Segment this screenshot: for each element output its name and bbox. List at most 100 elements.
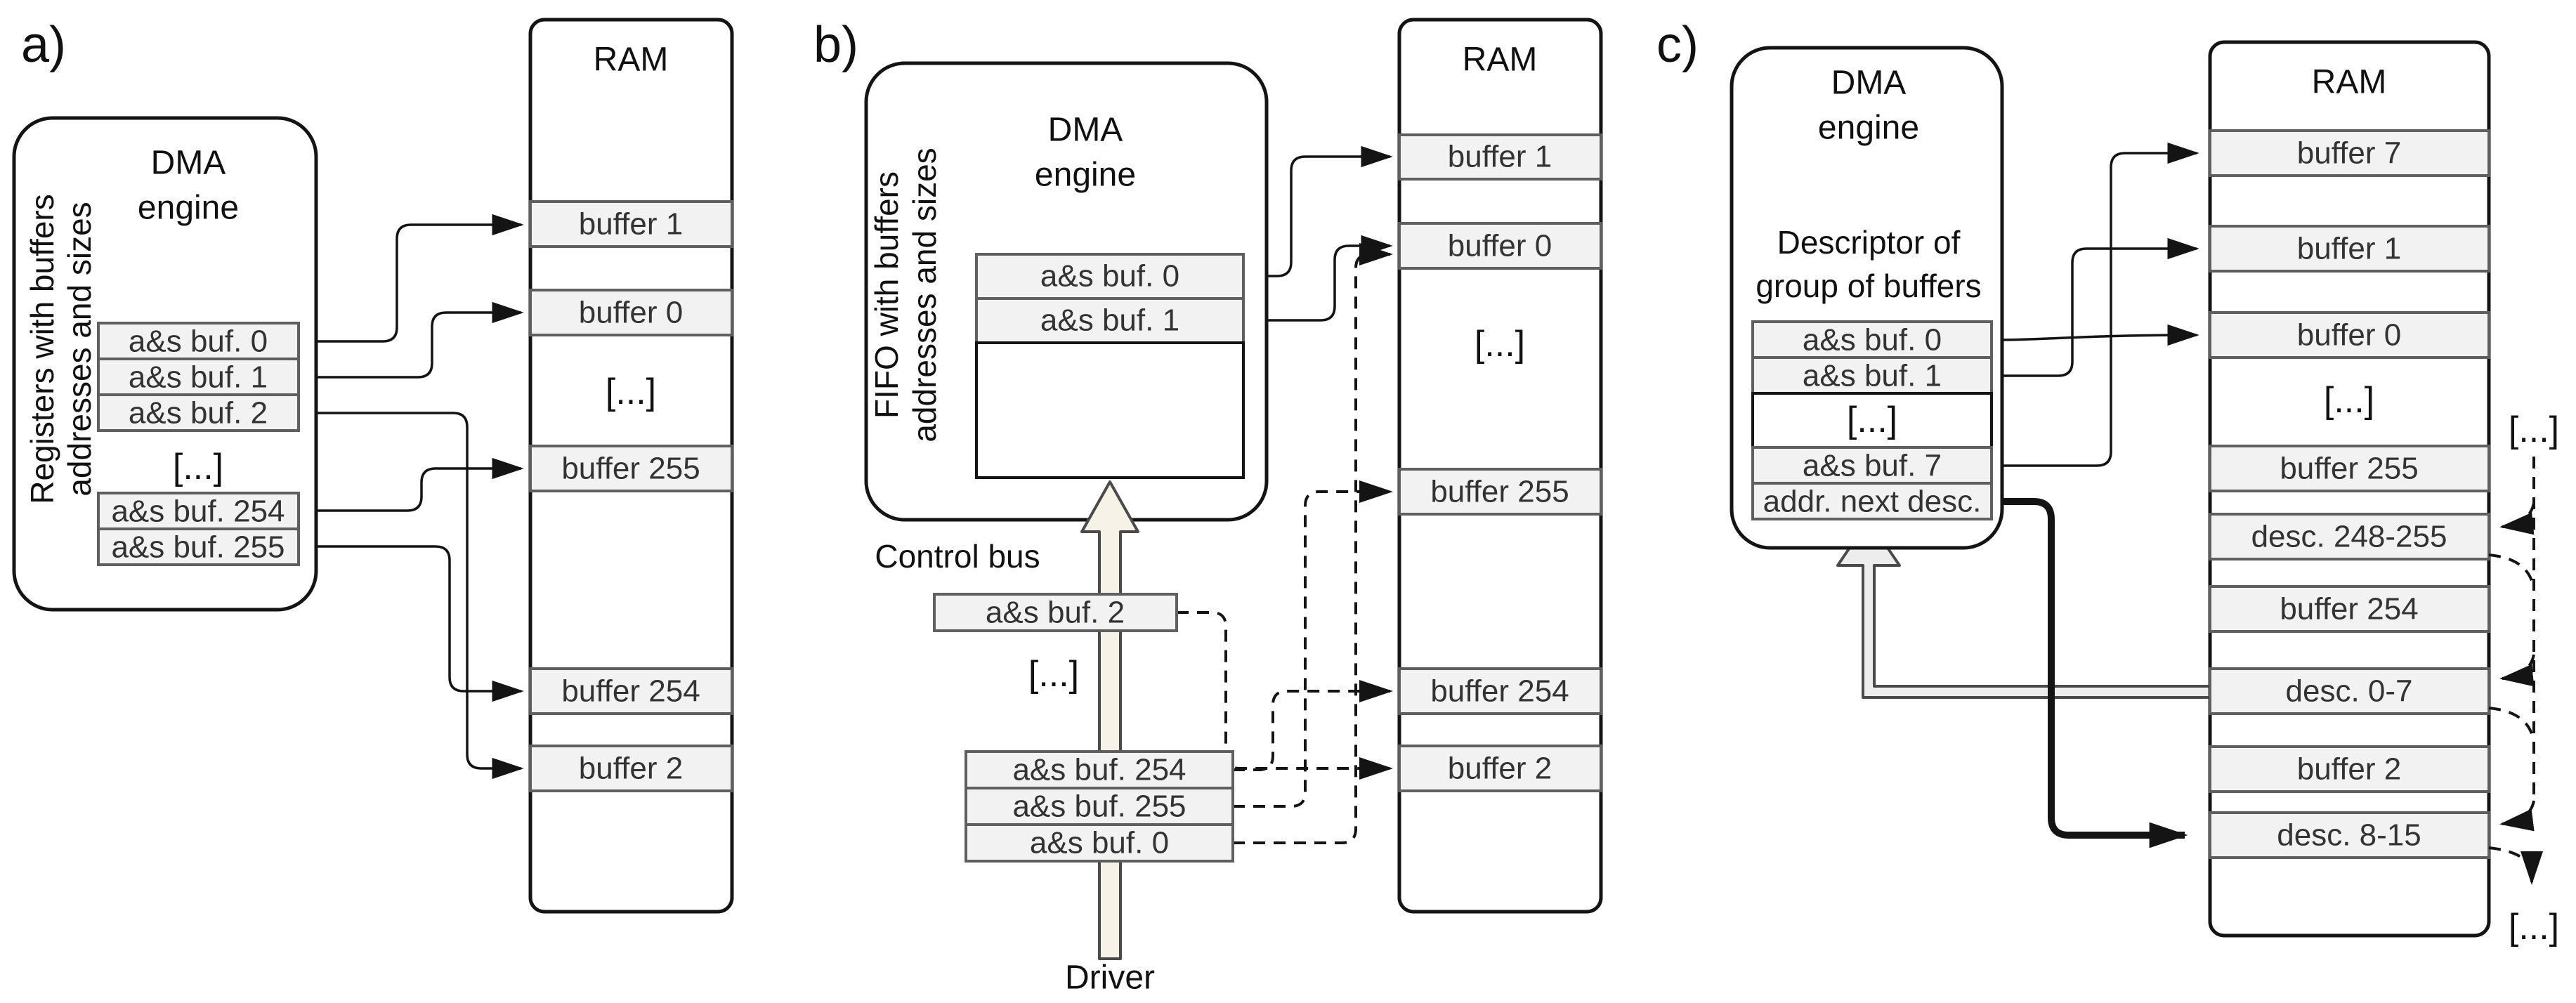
ram-row <box>2209 585 2490 633</box>
descriptor-row-label: a&s buf. 7 <box>1803 449 1942 483</box>
fifo-row-label: a&s buf. 0 <box>1040 259 1179 294</box>
descriptor-ellipsis: [...] <box>1847 400 1897 440</box>
arrow-a-buf0-to-buffer1 <box>299 214 524 343</box>
bus-row-label: a&s buf. 0 <box>1030 826 1169 860</box>
dashed-stub-desc-8-15-down <box>2488 846 2543 885</box>
dashed-branch-desc-248-255 <box>2499 502 2535 535</box>
descriptor-heading-line2: group of buffers <box>1756 268 1981 304</box>
ram-ellipsis: [...] <box>606 372 656 412</box>
register-row-label: a&s buf. 2 <box>129 396 268 431</box>
bus-row-label: a&s buf. 254 <box>1012 753 1186 787</box>
driver-label: Driver <box>1065 959 1155 997</box>
fifo-empty-box <box>975 341 1245 479</box>
ram-row <box>2209 445 2490 492</box>
fifo-row <box>975 297 1245 344</box>
ram-title-b: RAM <box>1463 41 1538 79</box>
ram-row-label: buffer 0 <box>1448 229 1552 263</box>
dashed-arrow-b-buf0-to-buffer0 <box>1233 243 1393 844</box>
ram-row <box>529 200 733 248</box>
ram-row-label: buffer 255 <box>561 452 700 486</box>
panel-c-label: c) <box>1656 17 1699 73</box>
ram-row-label: buffer 254 <box>2280 592 2418 627</box>
ram-row <box>529 745 733 792</box>
side-label-a-line1: Registers with buffers <box>24 194 60 504</box>
ram-row <box>1398 667 1602 715</box>
dashed-branch-desc-8-15 <box>2499 800 2535 832</box>
register-row-label: a&s buf. 254 <box>111 494 285 529</box>
ram-row <box>1398 745 1602 792</box>
ram-c: RAM buffer 7 buffer 1 buffer 0 [...] buf… <box>2208 40 2491 938</box>
descriptor-row-label: a&s buf. 1 <box>1803 359 1942 393</box>
control-bus-label: Control bus <box>875 538 1040 575</box>
panel-c: c) DMA engine Descriptor of group of buf… <box>1656 17 2559 948</box>
dashed-arrow-b-buf255-to-buffer255 <box>1233 480 1393 808</box>
fifo-stack-b: a&s buf. 0 a&s buf. 1 <box>975 253 1245 479</box>
bus-row-label: a&s buf. 2 <box>986 596 1125 630</box>
bus-row <box>933 593 1178 632</box>
arrow-a-buf254-to-buffer255 <box>299 457 524 512</box>
ram-row-label: buffer 255 <box>1430 475 1569 509</box>
ram-row <box>2209 811 2490 859</box>
dma-title-b-line2: engine <box>1035 157 1136 194</box>
arrow-b-fifo1-to-buffer0 <box>1243 235 1393 322</box>
ram-row-label: buffer 1 <box>2297 232 2401 266</box>
dma-title-c-line1: DMA <box>1831 65 1907 102</box>
panel-a-label: a) <box>21 17 66 73</box>
panel-a: a) DMA engine Registers with buffers add… <box>12 17 734 914</box>
arrow-a-buf2-to-buffer2 <box>299 412 524 780</box>
ram-row <box>1398 133 1602 181</box>
register-row <box>97 322 300 360</box>
panel-b: b) DMA engine FIFO with buffers addresse… <box>813 17 1603 997</box>
ellipsis-right-label: [...] <box>2509 409 2559 450</box>
ram-row <box>529 445 733 492</box>
bus-row <box>965 787 1234 826</box>
arrow-c-buf1-to-buffer1 <box>1992 237 2199 377</box>
ram-row <box>529 289 733 336</box>
ram-row-label: buffer 254 <box>561 674 700 709</box>
register-row <box>97 527 300 566</box>
register-stack-a: a&s buf. 0 a&s buf. 1 a&s buf. 2 [...] a… <box>97 322 300 566</box>
register-row <box>97 393 300 432</box>
ram-row <box>2209 745 2490 793</box>
arrow-c-buf7-to-buffer7 <box>1992 142 2199 467</box>
fifo-row-label: a&s buf. 1 <box>1040 303 1179 338</box>
register-ellipsis: [...] <box>173 447 223 487</box>
ram-row-label: desc. 0-7 <box>2286 674 2413 709</box>
ram-title-c: RAM <box>2312 64 2387 101</box>
descriptor-row-label: addr. next desc. <box>1763 485 1982 519</box>
side-label-b-line1: FIFO with buffers <box>868 171 905 419</box>
descriptor-row <box>1751 356 1993 395</box>
ram-b: RAM buffer 1 buffer 0 [...] buffer 255 b… <box>1397 18 1603 914</box>
ram-row <box>1398 468 1602 516</box>
ram-row-label: desc. 8-15 <box>2277 818 2421 853</box>
ram-ellipsis: [...] <box>2324 380 2374 421</box>
dashed-stub-desc-248-255 <box>2488 553 2534 584</box>
register-row-label: a&s buf. 1 <box>129 360 268 395</box>
ram-row-label: buffer 0 <box>2297 318 2401 353</box>
descriptor-heading-line1: Descriptor of <box>1777 224 1961 261</box>
ram-row <box>1398 222 1602 270</box>
ram-row-label: buffer 2 <box>2297 752 2401 787</box>
dma-title-b-line1: DMA <box>1048 112 1123 149</box>
ram-row-label: buffer 7 <box>2297 136 2401 171</box>
bus-row <box>965 750 1234 789</box>
descriptor-stack-c: a&s buf. 0 a&s buf. 1 [...] a&s buf. 7 a… <box>1751 320 1993 520</box>
arrow-a-buf1-to-buffer0 <box>299 301 524 379</box>
ram-row <box>2209 129 2490 177</box>
descriptor-row <box>1751 320 1993 359</box>
ram-a: RAM buffer 1 buffer 0 [...] buffer 255 b… <box>528 18 734 914</box>
arrow-a-buf255-to-buffer254 <box>299 545 524 702</box>
descriptor-chain-dashed: [...] [...] <box>2488 409 2559 948</box>
ellipsis-bottom-label: [...] <box>2509 907 2559 948</box>
descriptor-row-label: a&s buf. 0 <box>1803 323 1942 358</box>
ram-title-a: RAM <box>594 41 669 79</box>
ram-row <box>529 667 733 715</box>
descriptor-row <box>1751 482 1993 520</box>
bus-ellipsis: [...] <box>1028 654 1079 695</box>
bus-row <box>965 823 1234 863</box>
addr-next-desc-arrow <box>1992 498 2188 848</box>
register-row <box>97 358 300 396</box>
ram-row-label: desc. 248-255 <box>2251 520 2447 554</box>
dma-title-a-line1: DMA <box>151 145 226 182</box>
